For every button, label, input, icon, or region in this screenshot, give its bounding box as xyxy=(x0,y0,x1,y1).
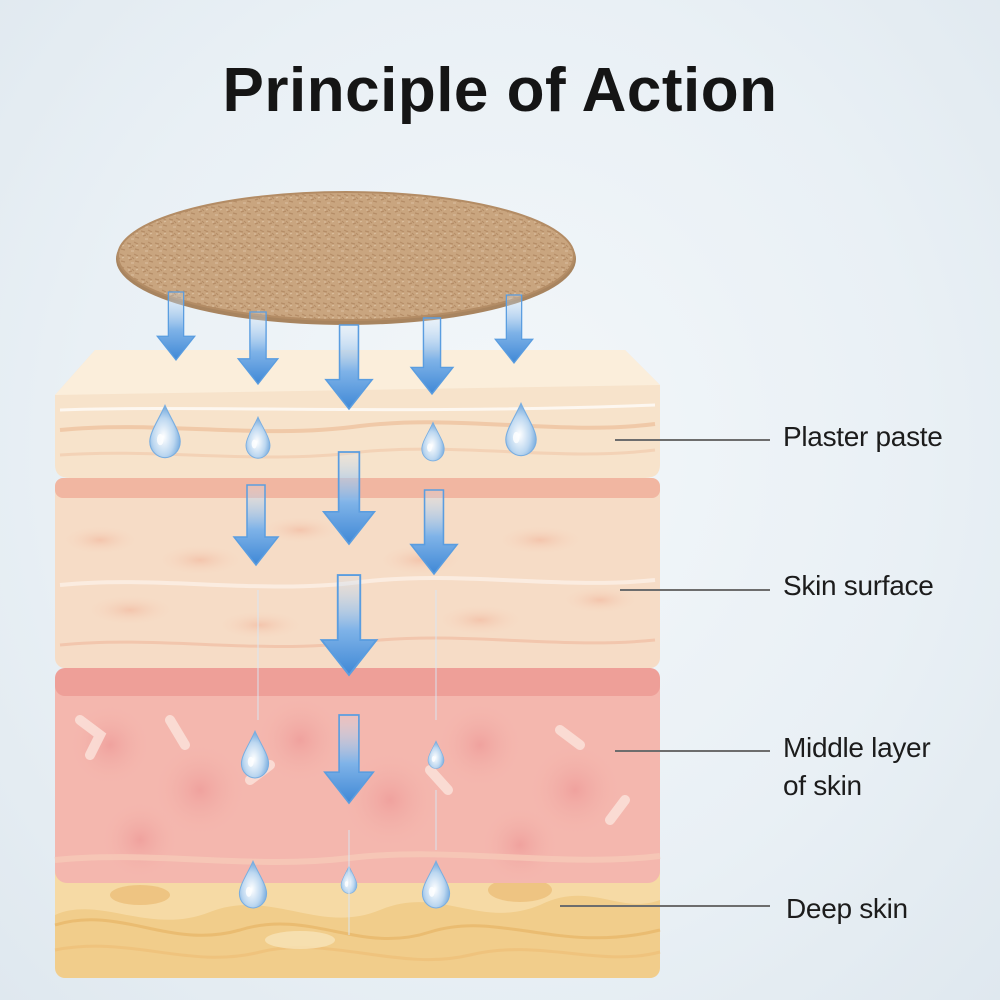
deep-skin-leader-line xyxy=(560,905,770,907)
label-skin-surface: Skin surface xyxy=(783,570,934,601)
label-middle-layer-line2: of skin xyxy=(783,770,862,801)
middle-layer-leader-line xyxy=(615,750,770,752)
skin-surface-leader-line xyxy=(620,589,770,591)
label-plaster-paste: Plaster paste xyxy=(783,421,943,452)
skin-surface-layer xyxy=(55,478,660,668)
label-middle-layer-line1: Middle layer xyxy=(783,732,931,763)
label-middle-layer: Middle layer of skin xyxy=(783,729,931,805)
page-title: Principle of Action xyxy=(222,56,778,125)
plaster-patch xyxy=(116,191,576,325)
label-deep-skin: Deep skin xyxy=(786,893,908,924)
plaster-paste-leader-line xyxy=(615,439,770,441)
